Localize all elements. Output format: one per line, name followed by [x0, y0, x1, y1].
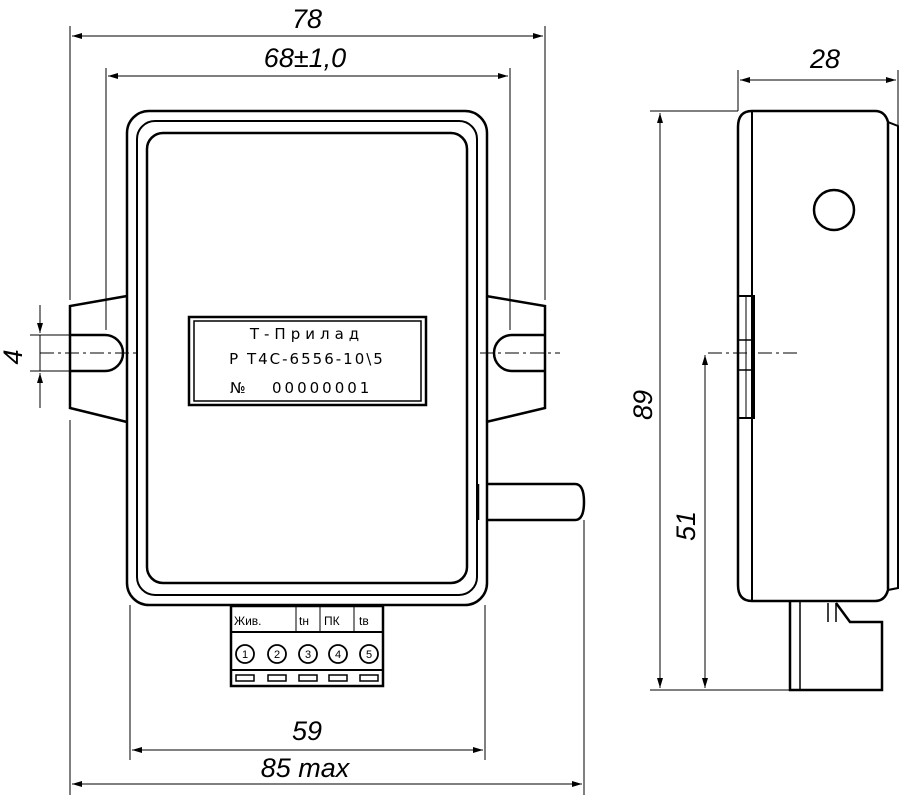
dim-body-width: 59 — [292, 716, 322, 746]
terminal-label-supply: Жив. — [234, 614, 262, 628]
terminal-number-4: 4 — [335, 649, 341, 661]
terminal-number-3: 3 — [305, 649, 311, 661]
nameplate-line-1: Т-Прилад — [249, 325, 364, 343]
terminal-number-5: 5 — [366, 649, 372, 661]
side-button — [812, 188, 856, 232]
terminal-label-tn: tн — [299, 614, 309, 628]
housing-ring — [136, 120, 478, 596]
terminal-3 — [298, 644, 318, 664]
nameplate-line-2: Р Т4С-6556-10\5 — [229, 350, 385, 368]
side-body — [736, 109, 890, 603]
terminal-label-tv: tв — [359, 614, 369, 628]
mounting-ear-left — [68, 294, 128, 424]
dimension-lines — [30, 26, 899, 795]
dim-depth: 28 — [809, 44, 840, 74]
dim-sensor-height: 51 — [671, 511, 701, 541]
dim-overall-width: 78 — [292, 4, 322, 34]
nameplate-serial: 00000001 — [272, 379, 372, 397]
side-view — [736, 109, 899, 692]
dim-max-width: 85 max — [261, 753, 351, 783]
nameplate-serial-prefix: № — [230, 379, 246, 397]
terminal-5 — [359, 644, 379, 664]
terminal-1 — [235, 644, 255, 664]
terminal-block — [229, 604, 385, 688]
front-view — [68, 109, 586, 688]
nameplate-frame — [187, 315, 428, 407]
dim-slot-width: 4 — [0, 349, 28, 364]
dim-mount-spacing: 68±1,0 — [264, 43, 346, 73]
terminal-label-pk: ПК — [324, 614, 340, 628]
dim-height: 89 — [628, 390, 658, 420]
sensor-tube — [476, 482, 586, 522]
housing-lid — [145, 131, 469, 585]
terminal-4 — [328, 644, 348, 664]
terminal-screws — [235, 644, 379, 682]
terminal-2 — [267, 644, 287, 664]
terminal-number-1: 1 — [242, 649, 248, 661]
mounting-ear-right — [485, 294, 547, 424]
side-terminal — [788, 601, 884, 692]
terminal-number-2: 2 — [274, 649, 280, 661]
